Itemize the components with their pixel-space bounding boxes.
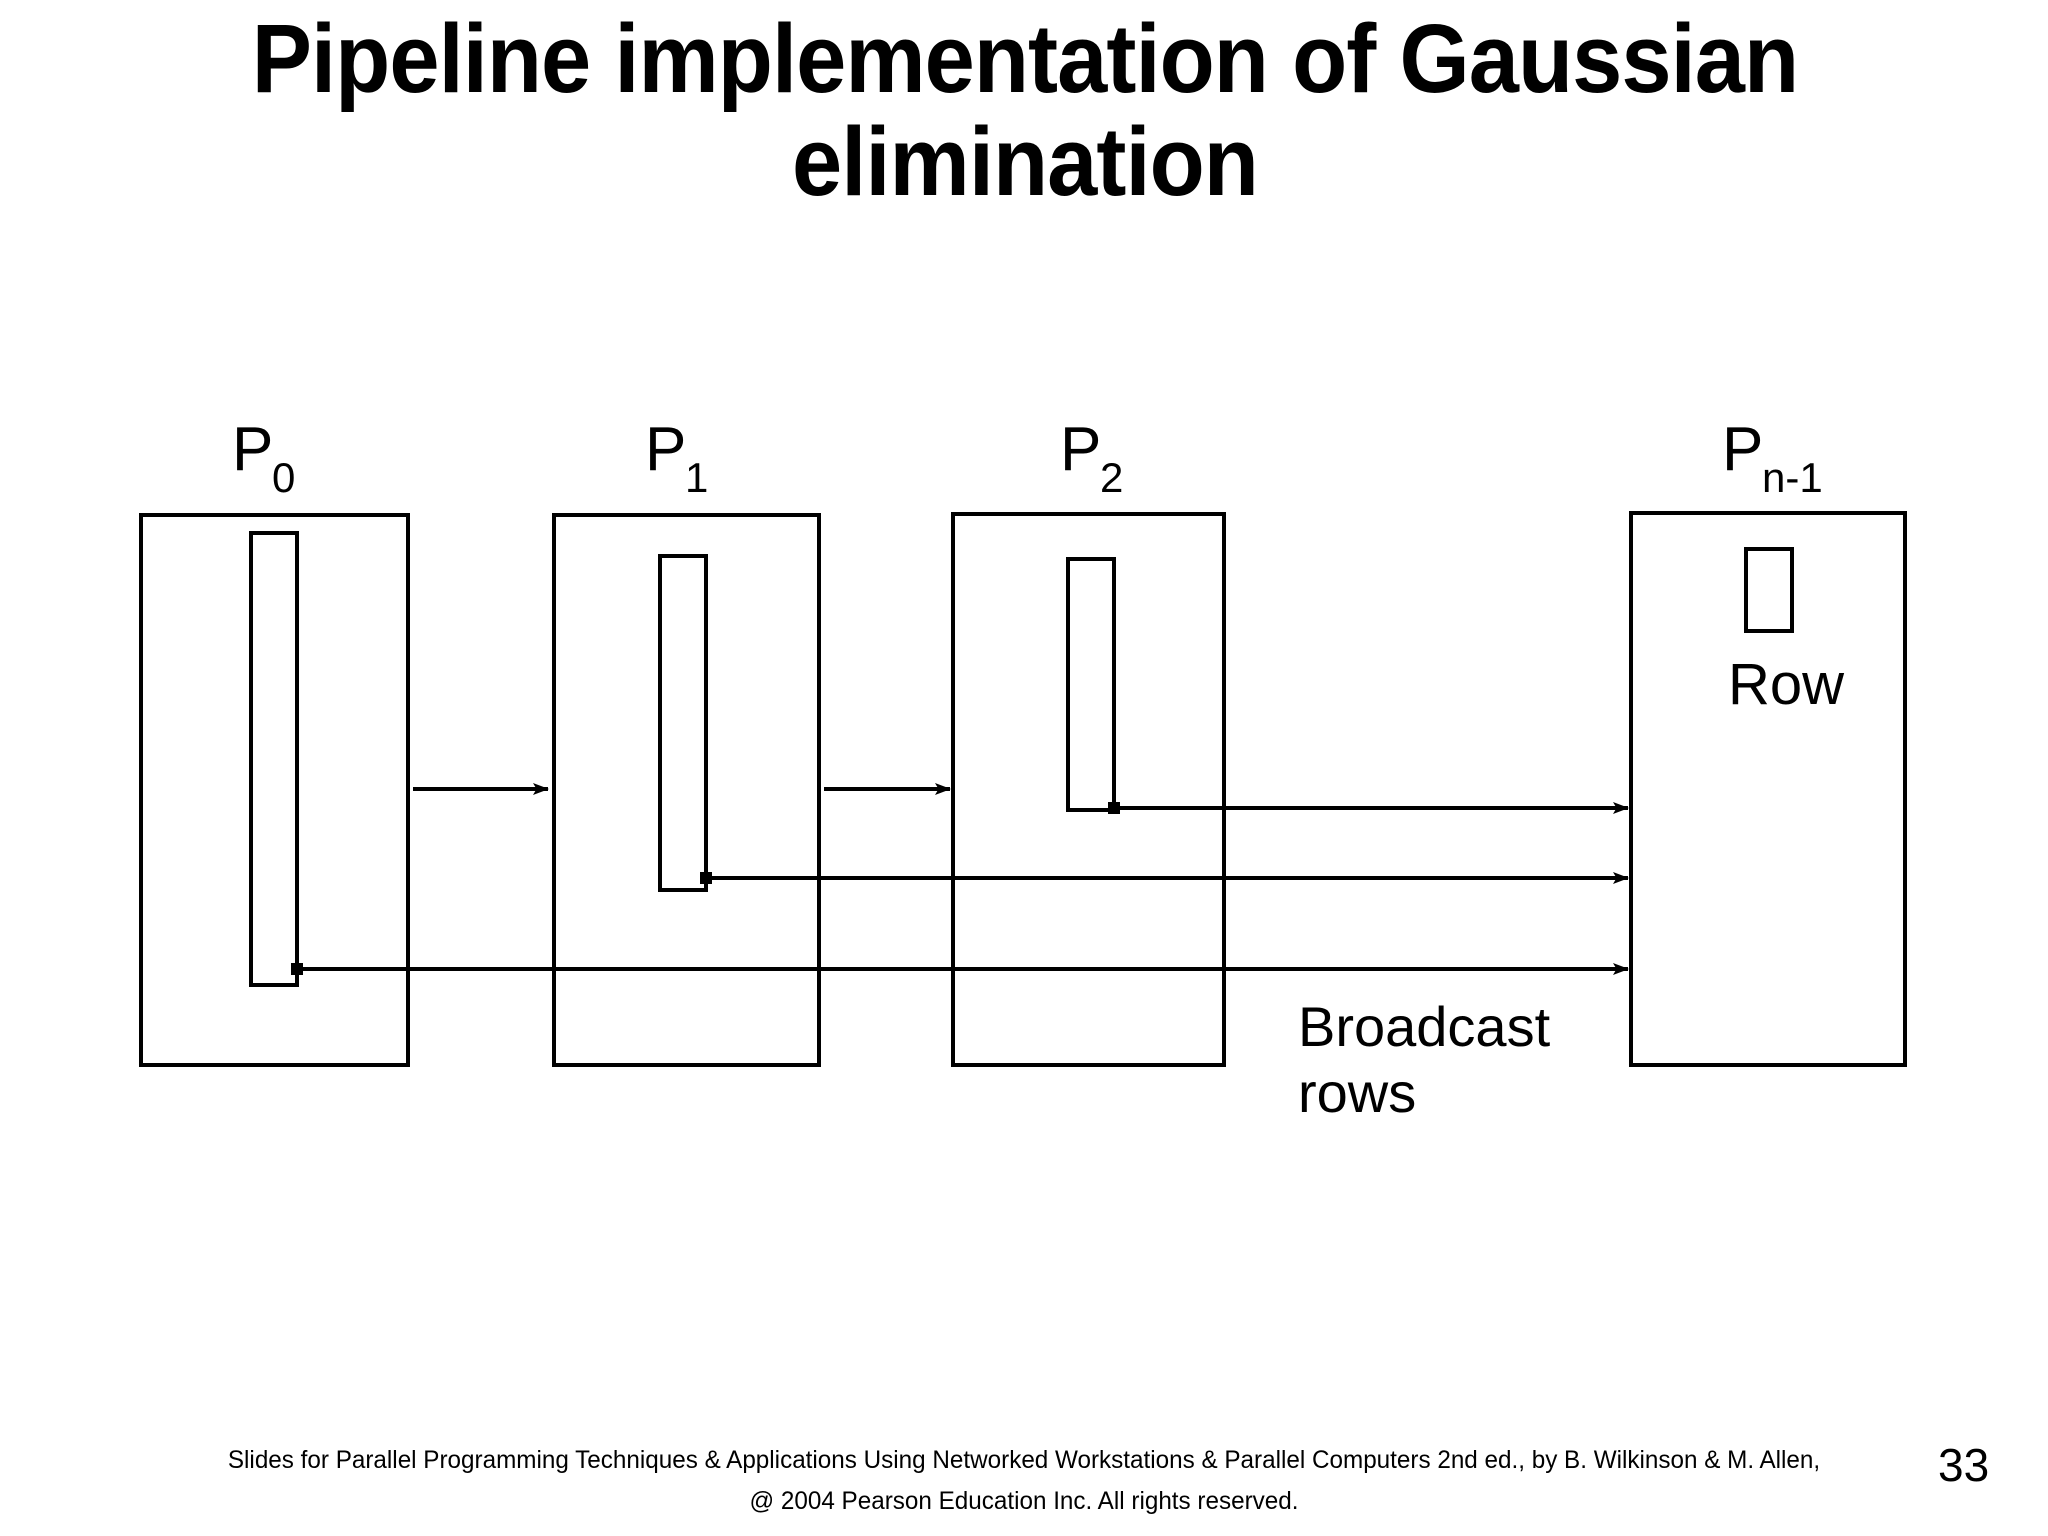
footer-copyright-line: @ 2004 Pearson Education Inc. All rights… <box>749 1486 1299 1515</box>
processor-p1-row-strip <box>658 554 708 892</box>
processor-label-p1-base: P <box>645 415 686 484</box>
broadcast-rows-label-line2: rows <box>1298 1061 1416 1124</box>
processor-label-p2-subscript: 2 <box>1100 454 1123 501</box>
processor-label-p2: P 2 <box>1060 415 1123 501</box>
processor-label-p0: P 0 <box>232 415 295 501</box>
processor-p2-row-strip <box>1066 557 1116 812</box>
page-title: Pipeline implementation of Gaussian elim… <box>251 4 1823 216</box>
processor-pn-1-row-strip <box>1744 547 1794 633</box>
footer: Slides for Parallel Programming Techniqu… <box>0 1440 2048 1521</box>
broadcast-rows-label: Broadcast rows <box>1298 995 1551 1124</box>
processor-label-pn-1-base: P <box>1722 415 1763 484</box>
processor-label-pn-1: P n-1 <box>1722 415 1823 501</box>
processor-label-pn-1-subscript: n-1 <box>1762 454 1823 501</box>
processor-label-p1-subscript: 1 <box>685 454 708 501</box>
broadcast-line-from-p2 <box>1108 802 1629 814</box>
row-label: Row <box>1728 652 1845 717</box>
processor-label-p2-base: P <box>1060 415 1101 484</box>
broadcast-rows-label-line1: Broadcast <box>1298 995 1551 1058</box>
processor-label-p1: P 1 <box>645 415 708 501</box>
processor-p0-row-strip <box>249 531 299 987</box>
footer-credit-line: Slides for Parallel Programming Techniqu… <box>227 1446 1821 1474</box>
broadcast-line-from-p1 <box>700 872 1629 884</box>
processor-label-p0-subscript: 0 <box>272 454 295 501</box>
broadcast-line-from-p0 <box>291 963 1629 975</box>
processor-label-p0-base: P <box>232 415 273 484</box>
page-number: 33 <box>1938 1439 1990 1491</box>
